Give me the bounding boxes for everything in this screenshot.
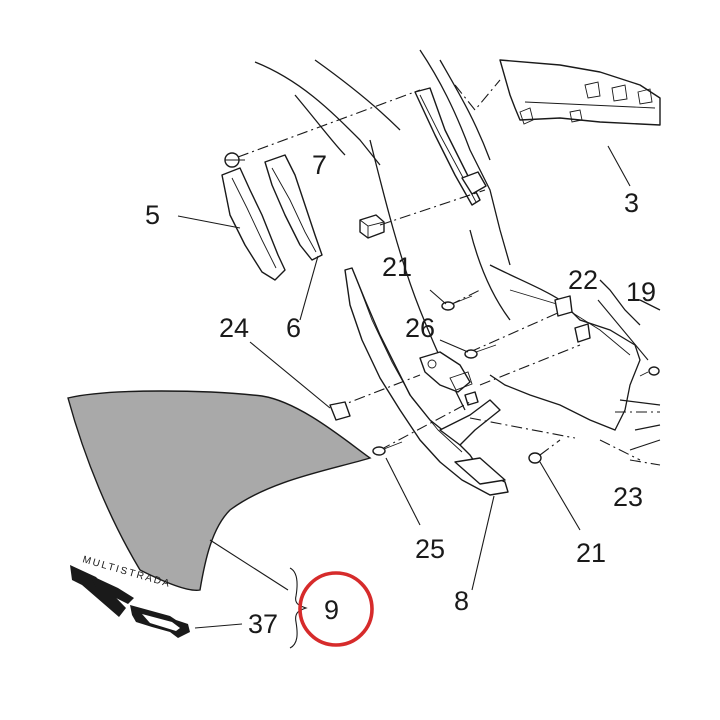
upper-fairing-outline xyxy=(254,49,511,266)
callout-23: 23 xyxy=(613,482,643,512)
screw-19 xyxy=(639,366,660,377)
mounting-bracket xyxy=(419,295,591,406)
callout-24: 24 xyxy=(219,313,249,343)
callout-21-upper: 21 xyxy=(382,252,412,282)
callout-3: 3 xyxy=(624,188,639,218)
assembly-lines xyxy=(237,79,661,466)
screw-25 xyxy=(372,441,403,456)
callout-21-lower: 21 xyxy=(576,538,606,568)
part-3-bracket xyxy=(499,59,661,126)
callout-7: 7 xyxy=(312,150,327,180)
callout-19: 19 xyxy=(626,277,656,307)
part-8-lower-fairing xyxy=(344,267,509,496)
callout-5: 5 xyxy=(145,200,160,230)
screw-21-lower xyxy=(528,452,542,464)
part-9-side-panel xyxy=(67,390,372,592)
callout-9: 9 xyxy=(324,595,339,625)
callout-26: 26 xyxy=(405,313,435,343)
callout-8: 8 xyxy=(454,586,469,616)
screw-21-upper xyxy=(441,295,473,311)
callout-25: 25 xyxy=(415,534,445,564)
callout-22: 22 xyxy=(568,265,598,295)
clip-24 xyxy=(329,401,351,421)
leader-lines xyxy=(177,145,661,649)
part-5-duct xyxy=(221,152,286,281)
part-6-duct xyxy=(264,154,323,261)
callout-labels: 3 5 6 7 8 9 19 21 21 22 23 24 25 26 37 xyxy=(145,150,656,639)
highlight-circle xyxy=(298,571,374,647)
screw-26 xyxy=(464,344,497,359)
part-7-clip xyxy=(359,214,385,239)
callout-37: 37 xyxy=(248,609,278,639)
center-strut xyxy=(414,87,487,206)
callout-6: 6 xyxy=(286,313,301,343)
center-panel xyxy=(369,139,661,431)
